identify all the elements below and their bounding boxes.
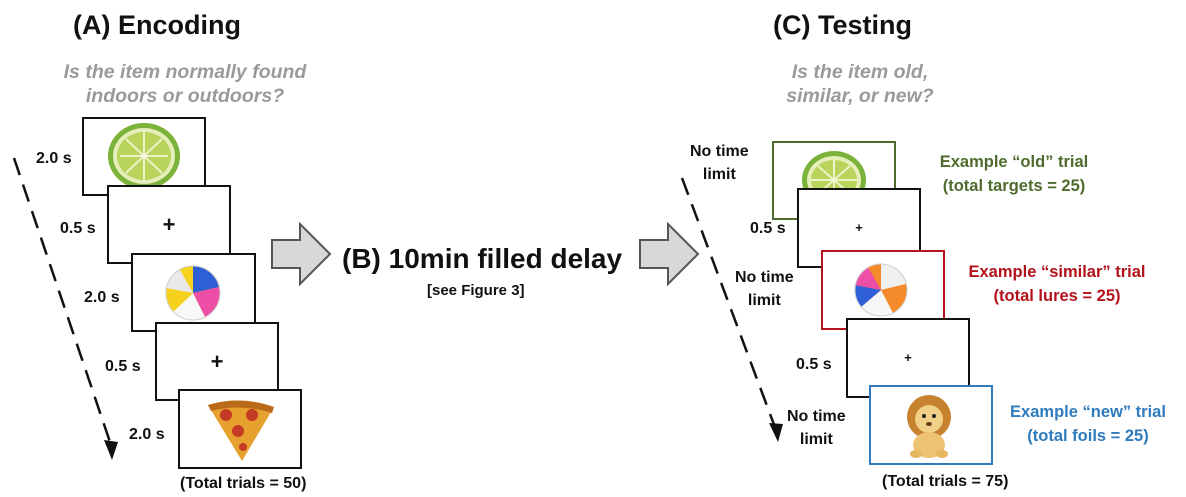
testing-frame-new: [869, 385, 993, 465]
encoding-duration-5: 2.0 s: [129, 426, 165, 443]
encoding-question: Is the item normally found indoors or ou…: [40, 60, 330, 108]
encoding-duration-3: 2.0 s: [84, 289, 120, 306]
example-old-trial: Example “old” trial (total targets = 25): [939, 153, 1089, 195]
encoding-duration-2: 0.5 s: [60, 220, 96, 237]
testing-total: (Total trials = 75): [882, 473, 1009, 490]
testing-time-label-4: 0.5 s: [796, 356, 832, 373]
example-new-trial: Example “new” trial (total foils = 25): [1010, 403, 1166, 445]
encoding-frame-3: [178, 389, 302, 469]
pizza-slice-icon: [208, 400, 274, 461]
encoding-question-line2: indoors or outdoors?: [85, 85, 285, 107]
testing-question: Is the item old, similar, or new?: [720, 60, 1000, 108]
encoding-duration-4: 0.5 s: [105, 358, 141, 375]
encoding-frame-2: [131, 253, 256, 332]
plush-lion-icon: [907, 395, 951, 458]
encoding-total: (Total trials = 50): [180, 475, 307, 492]
encoding-frame-1: [82, 117, 206, 196]
delay-subtitle: [see Figure 3]: [427, 282, 525, 299]
encoding-duration-1: 2.0 s: [36, 150, 72, 167]
encoding-question-line1: Is the item normally found: [63, 61, 307, 83]
delay-title: (B) 10min filled delay: [342, 243, 623, 274]
testing-time-label-3: No time limit: [735, 269, 794, 309]
lime-icon: [108, 123, 180, 189]
testing-question-line2: similar, or new?: [786, 85, 934, 107]
beach-ball-icon: [165, 265, 221, 321]
testing-title: (C) Testing: [773, 10, 912, 40]
testing-time-label-5: No time limit: [787, 408, 846, 448]
encoding-fixation-1: +: [107, 185, 231, 264]
example-similar-trial: Example “similar” trial (total lures = 2…: [968, 263, 1146, 305]
encoding-fixation-2: +: [155, 322, 279, 401]
beach-ball-icon: [854, 263, 908, 317]
testing-time-label-1: No time limit: [690, 143, 749, 183]
testing-time-label-2: 0.5 s: [750, 220, 786, 237]
right-arrow-icon: [639, 222, 700, 286]
encoding-title: (A) Encoding: [73, 10, 241, 40]
right-arrow-icon: [271, 222, 332, 286]
testing-question-line1: Is the item old,: [791, 61, 929, 83]
